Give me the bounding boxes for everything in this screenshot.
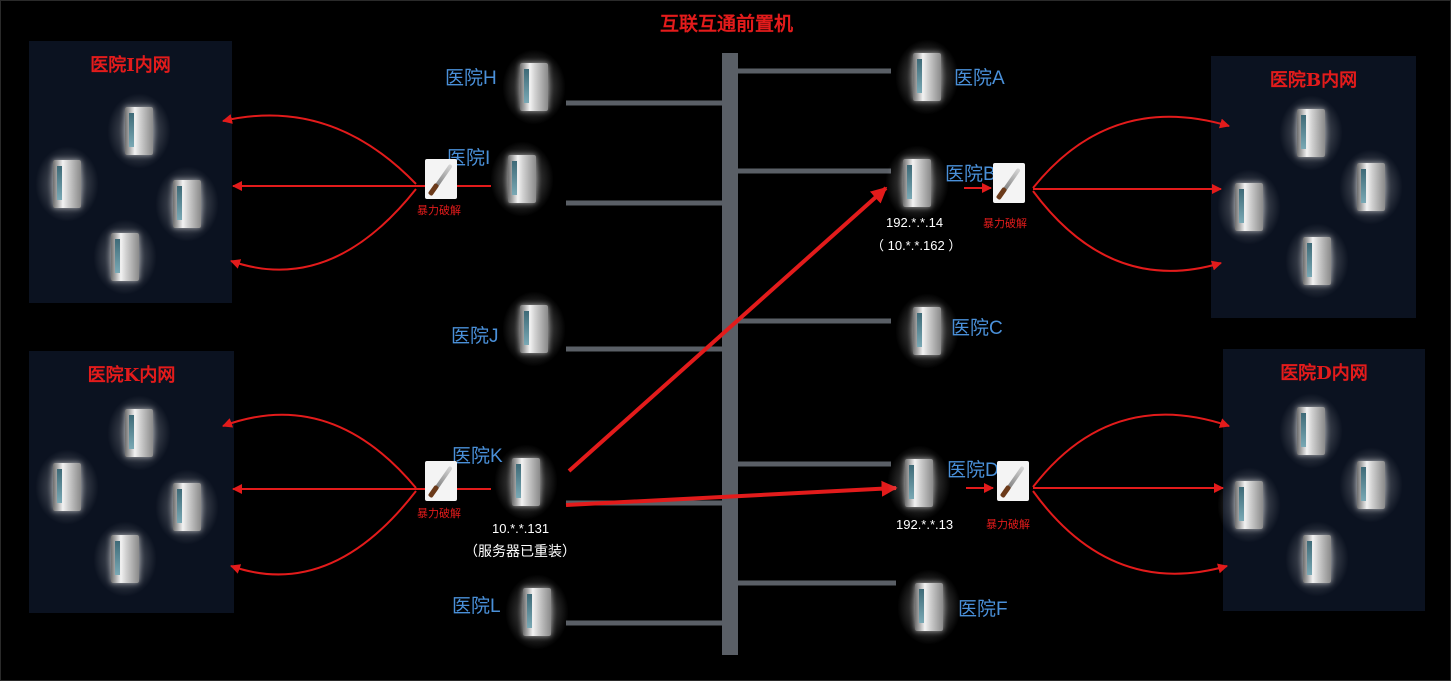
hospital-label-l: 医院L <box>452 596 501 617</box>
server-icon <box>93 219 157 295</box>
attack-d-upper <box>1032 413 1230 488</box>
intranet-title-i: 医院I内网 <box>90 55 171 76</box>
server-icon <box>155 469 219 545</box>
hospital-label-c: 医院C <box>951 318 1003 339</box>
server-icon <box>1285 521 1349 597</box>
server-icon <box>494 444 558 520</box>
attack-label-k: 暴力破解 <box>417 508 461 520</box>
intranet-title-b: 医院B内网 <box>1269 70 1358 91</box>
hospital-label-b: 医院B <box>945 164 996 185</box>
ip-k-address: 10.*.*.131 <box>492 521 550 536</box>
attack-d-lower <box>1032 490 1228 575</box>
server-icon <box>490 141 554 217</box>
server-icon <box>1339 447 1403 523</box>
attack-i-lower <box>230 188 417 271</box>
attack-k-to-b <box>567 186 888 473</box>
hospital-label-h: 医院H <box>445 68 497 89</box>
server-icon <box>895 39 959 115</box>
knife-icon <box>425 159 457 199</box>
attack-b-lower <box>1032 190 1222 272</box>
attack-k-upper <box>222 413 417 489</box>
attack-label-d: 暴力破解 <box>986 519 1030 531</box>
hospital-label-f: 医院F <box>958 599 1008 620</box>
hospital-label-j: 医院J <box>451 326 499 347</box>
intranet-title-d: 医院D内网 <box>1280 363 1368 384</box>
server-icon <box>895 293 959 369</box>
server-icon <box>35 449 99 525</box>
server-icon <box>885 145 949 221</box>
ip-k-note: （服务器已重装） <box>464 543 576 559</box>
server-icon <box>897 569 961 645</box>
attack-label-b: 暴力破解 <box>983 218 1027 230</box>
attack-k-lower <box>230 490 417 576</box>
knife-icon <box>425 461 457 501</box>
server-icon <box>502 291 566 367</box>
server-icon <box>1285 223 1349 299</box>
server-icon <box>502 49 566 125</box>
server-icon <box>887 445 951 521</box>
server-icon <box>155 166 219 242</box>
knife-icon <box>997 461 1029 501</box>
hospital-label-i: 医院I <box>447 148 491 169</box>
server-icon <box>93 521 157 597</box>
server-icon <box>1217 169 1281 245</box>
server-icon <box>107 93 171 169</box>
diagram-title: 互联互通前置机 <box>659 13 793 35</box>
attack-label-i: 暴力破解 <box>417 205 461 217</box>
ip-b-address: 192.*.*.14 <box>886 215 944 230</box>
attack-i-upper <box>222 114 417 185</box>
server-icon <box>505 574 569 650</box>
intranet-title-k: 医院K内网 <box>87 365 176 386</box>
server-icon <box>1217 467 1281 543</box>
server-icon <box>107 395 171 471</box>
ip-b-internal: （ 10.*.*.162 ） <box>871 238 962 253</box>
attack-k-to-d <box>565 480 898 507</box>
server-icon <box>35 146 99 222</box>
ip-d-address: 192.*.*.13 <box>896 517 954 532</box>
server-icon <box>1339 149 1403 225</box>
backbone-bus <box>722 53 738 655</box>
server-icon <box>1279 95 1343 171</box>
attack-b-upper <box>1032 115 1230 189</box>
hospital-label-d: 医院D <box>947 460 999 481</box>
server-icon <box>1279 393 1343 469</box>
knife-icon <box>993 163 1025 203</box>
hospital-label-k: 医院K <box>452 446 503 467</box>
hospital-label-a: 医院A <box>954 68 1005 89</box>
